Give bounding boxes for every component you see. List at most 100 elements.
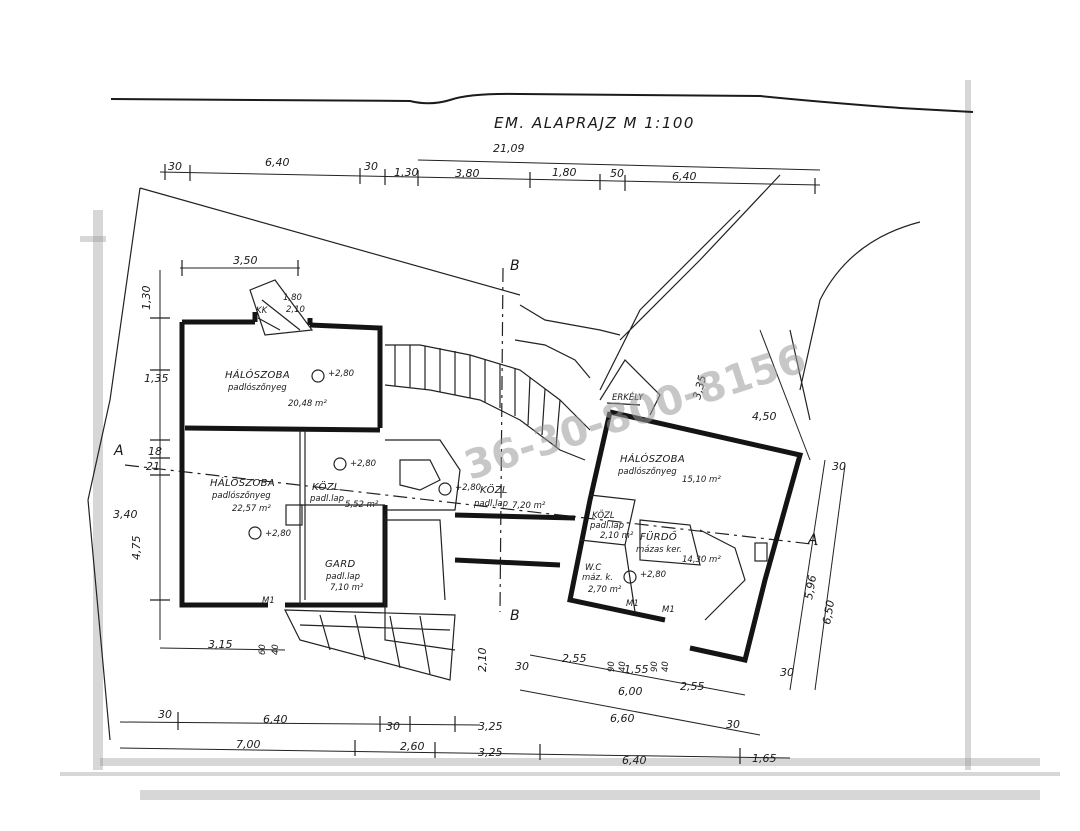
svg-text:40: 40 xyxy=(618,661,628,672)
svg-text:+2,80: +2,80 xyxy=(640,570,666,580)
svg-text:1,55: 1,55 xyxy=(624,663,649,676)
svg-text:30: 30 xyxy=(780,666,794,679)
bottom-dimensions: 30 6,40 30 3,25 7,00 2,60 3,25 6,40 1,65 xyxy=(119,708,791,767)
svg-text:2,55: 2,55 xyxy=(562,652,587,665)
svg-text:15,10 m²: 15,10 m² xyxy=(682,475,721,485)
svg-text:18: 18 xyxy=(148,445,162,458)
svg-text:21: 21 xyxy=(146,460,160,473)
svg-text:padl.lap: padl.lap xyxy=(325,572,360,582)
svg-text:padlószőnyeg: padlószőnyeg xyxy=(211,490,271,501)
room-label-bathroom: FÜRDŐ mázas ker. 14,30 m² +2,80 xyxy=(623,529,721,584)
svg-text:3,35: 3,35 xyxy=(690,374,709,401)
svg-text:2,55: 2,55 xyxy=(680,680,705,693)
window-marks: M1 M1 M1 xyxy=(262,596,675,615)
svg-text:60: 60 xyxy=(258,644,268,655)
svg-text:6,40: 6,40 xyxy=(263,713,288,726)
plot-boundary-right xyxy=(599,174,921,421)
svg-text:7,20 m²: 7,20 m² xyxy=(512,501,546,511)
drawing-title: EM. ALAPRAJZ M 1:100 xyxy=(494,114,695,132)
svg-text:30: 30 xyxy=(832,460,846,473)
svg-text:7,10 m²: 7,10 m² xyxy=(330,583,364,593)
room-label-wardrobe: GARD padl.lap 7,10 m² xyxy=(325,559,364,593)
plot-boundary-left xyxy=(87,187,521,741)
svg-text:3,50: 3,50 xyxy=(233,254,258,267)
room-label-corridor-2: KÖZL padl.lap 7,20 m² +2,80 xyxy=(438,482,546,511)
svg-text:4,75: 4,75 xyxy=(130,536,143,561)
svg-text:90: 90 xyxy=(607,661,617,672)
svg-text:B: B xyxy=(510,608,520,624)
svg-text:30: 30 xyxy=(515,660,529,673)
svg-text:90: 90 xyxy=(650,661,660,672)
svg-text:30: 30 xyxy=(168,160,182,173)
svg-text:M1: M1 xyxy=(626,599,639,609)
svg-text:W.C: W.C xyxy=(585,563,601,573)
svg-text:padl.lap: padl.lap xyxy=(473,499,508,509)
svg-text:3,80: 3,80 xyxy=(455,167,480,180)
svg-text:FÜRDŐ: FÜRDŐ xyxy=(640,529,677,543)
left-dimensions: 1,30 1,35 18 21 3,40 4,75 xyxy=(113,270,170,640)
svg-text:6,40: 6,40 xyxy=(622,754,647,767)
svg-text:1,35: 1,35 xyxy=(144,372,169,385)
room-label-balcony: ERKÉLY xyxy=(612,391,644,403)
svg-text:GARD: GARD xyxy=(325,559,355,570)
svg-text:20,48 m²: 20,48 m² xyxy=(288,399,327,409)
svg-text:KÖZL: KÖZL xyxy=(312,480,340,493)
room-label-bedroom-1: HÁLÓSZOBA padlószőnyeg 20,48 m² +2,80 xyxy=(225,368,354,409)
svg-text:KÖZL: KÖZL xyxy=(480,483,508,496)
room-label-corridor-3: KÖZL padl.lap 2,10 m² xyxy=(589,510,634,541)
svg-text:6,40: 6,40 xyxy=(265,156,290,169)
svg-text:2,10: 2,10 xyxy=(476,648,489,673)
lower-dimensions: 3,15 60 40 2,10 30 2,55 1,55 6,00 2,55 6… xyxy=(159,638,761,736)
svg-text:M1: M1 xyxy=(662,605,675,615)
section-line-a: A A xyxy=(113,443,821,548)
svg-text:3,25: 3,25 xyxy=(478,720,503,733)
top-dimensions: 21,09 30 6,40 30 1,30 3,80 1,80 50 6,40 … xyxy=(159,142,821,276)
svg-text:padlószőnyeg: padlószőnyeg xyxy=(227,382,287,393)
svg-text:6,40: 6,40 xyxy=(672,170,697,183)
lower-balcony xyxy=(284,609,456,681)
svg-text:padl.lap: padl.lap xyxy=(309,494,344,504)
svg-text:22,57 m²: 22,57 m² xyxy=(232,504,271,514)
svg-text:2,10 m²: 2,10 m² xyxy=(600,531,634,541)
svg-text:6,00: 6,00 xyxy=(618,685,643,698)
right-wing-walls xyxy=(567,359,804,663)
svg-text:+2,80: +2,80 xyxy=(265,529,291,539)
chimney-label: KK xyxy=(256,306,269,316)
svg-text:30: 30 xyxy=(386,720,400,733)
room-label-bedroom-2: HÁLÓSZOBA padlószőnyeg 22,57 m² +2,80 xyxy=(210,476,291,540)
svg-text:3,15: 3,15 xyxy=(208,638,233,651)
svg-text:4,50: 4,50 xyxy=(752,410,777,423)
svg-text:14,30 m²: 14,30 m² xyxy=(682,555,721,565)
svg-text:6,50: 6,50 xyxy=(820,599,837,625)
svg-text:6,60: 6,60 xyxy=(610,712,635,725)
svg-text:A: A xyxy=(807,532,818,548)
svg-text:1,30: 1,30 xyxy=(394,166,419,179)
svg-text:ERKÉLY: ERKÉLY xyxy=(612,391,644,403)
svg-text:HÁLÓSZOBA: HÁLÓSZOBA xyxy=(210,476,275,489)
svg-text:50: 50 xyxy=(610,167,624,180)
svg-text:padlószőnyeg: padlószőnyeg xyxy=(617,466,677,477)
svg-text:+2,80: +2,80 xyxy=(328,369,354,379)
svg-text:40: 40 xyxy=(661,661,671,672)
svg-text:máz. k.: máz. k. xyxy=(582,573,613,583)
svg-text:+2,80: +2,80 xyxy=(455,483,481,493)
svg-text:A: A xyxy=(113,443,124,459)
svg-text:2,10: 2,10 xyxy=(286,305,305,315)
plot-boundary-top xyxy=(110,92,974,114)
svg-text:HÁLÓSZOBA: HÁLÓSZOBA xyxy=(620,452,685,465)
room-label-wc: W.C máz. k. 2,70 m² xyxy=(582,563,622,595)
svg-text:1,80: 1,80 xyxy=(552,166,577,179)
svg-text:7,00: 7,00 xyxy=(236,738,261,751)
svg-text:padl.lap: padl.lap xyxy=(589,521,624,531)
stairs xyxy=(384,304,621,651)
svg-text:mázas ker.: mázas ker. xyxy=(636,545,682,555)
svg-text:2,70 m²: 2,70 m² xyxy=(588,585,622,595)
left-wing-walls xyxy=(179,312,388,608)
svg-text:21,09: 21,09 xyxy=(493,142,525,155)
svg-text:40: 40 xyxy=(271,644,281,655)
svg-text:M1: M1 xyxy=(262,596,275,606)
svg-text:1,65: 1,65 xyxy=(752,752,777,765)
right-dimensions: 30 5,96 6,50 30 4,50 3,35 xyxy=(690,329,846,691)
svg-text:HÁLÓSZOBA: HÁLÓSZOBA xyxy=(225,368,290,381)
